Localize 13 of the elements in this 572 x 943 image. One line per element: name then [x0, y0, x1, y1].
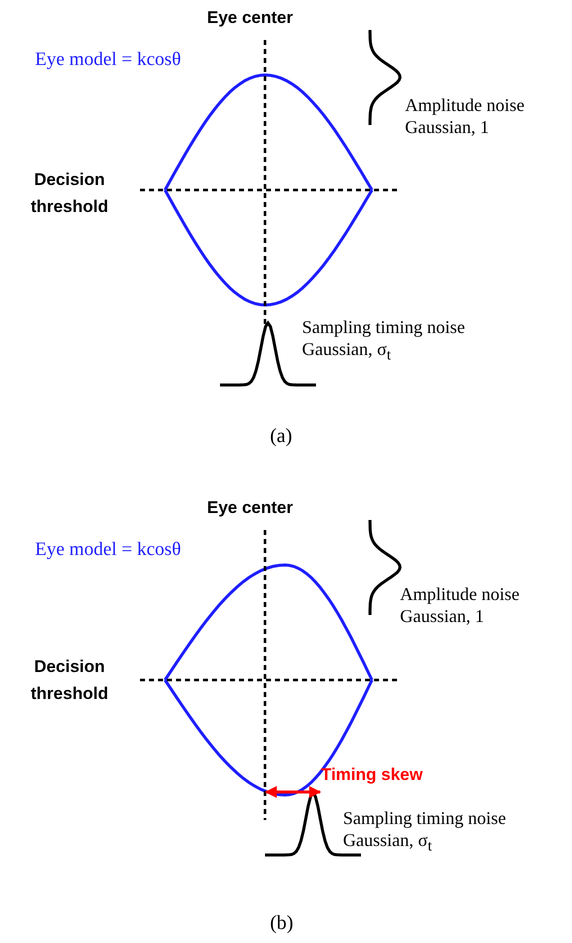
label: Eye center [207, 497, 293, 518]
label: Decision threshold [30, 169, 110, 218]
label: Eye model = kcosθ [35, 539, 181, 560]
label: Eye center [207, 7, 293, 28]
label: Decision threshold [30, 656, 110, 705]
label: Sampling timing noise Gaussian, σ$_{t}$ [302, 316, 466, 366]
label: Amplitude noise Gaussian, 1 [400, 583, 520, 627]
caption: (a) [270, 426, 292, 447]
caption: (b) [270, 913, 294, 934]
label: Eye model = kcosθ [35, 49, 181, 70]
label: Sampling timing noise Gaussian, σ$_{t}$ [343, 807, 508, 857]
label: Timing skew [321, 764, 423, 785]
label: Amplitude noise Gaussian, 1 [405, 94, 526, 138]
